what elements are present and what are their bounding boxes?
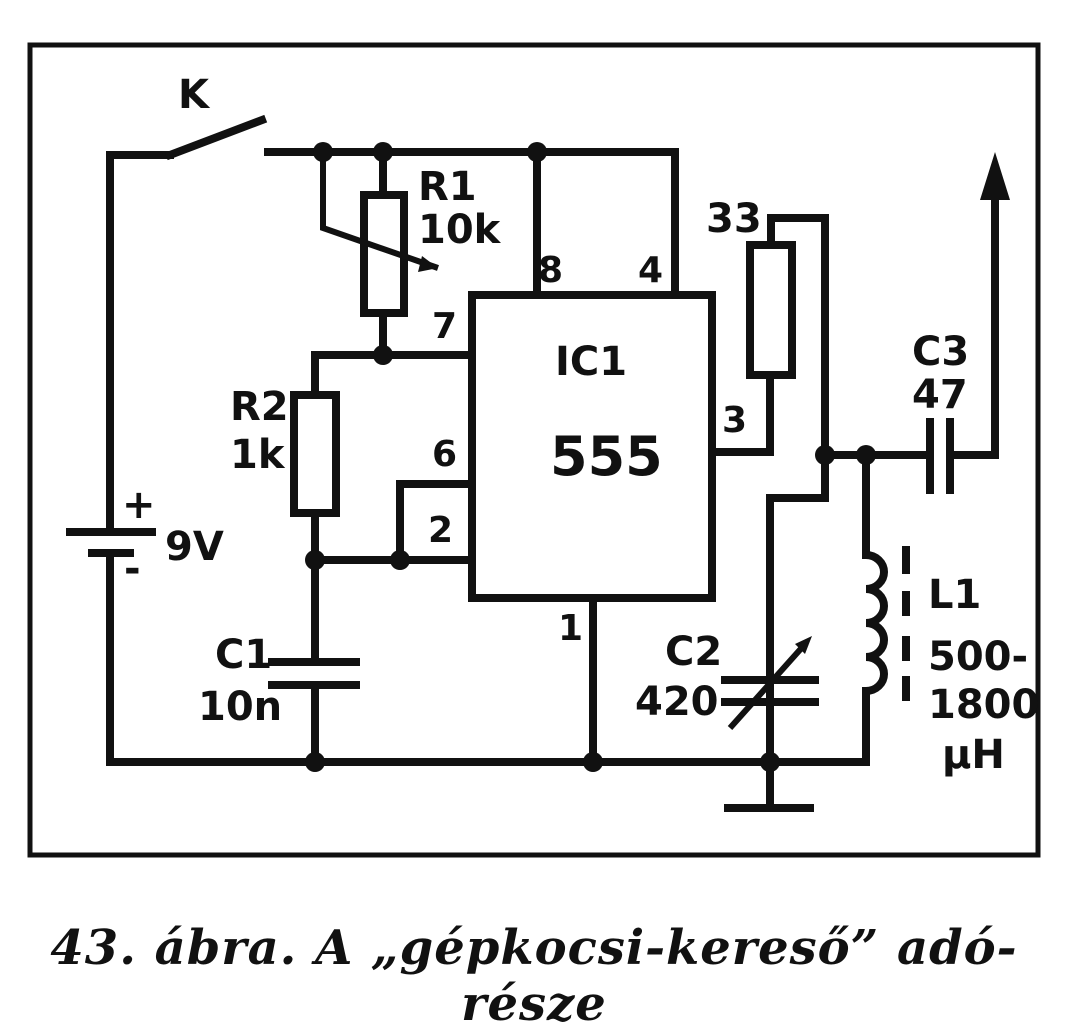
l1-inductor bbox=[861, 451, 910, 766]
battery-minus-label: - bbox=[124, 546, 141, 592]
c1-name-label: C1 bbox=[215, 632, 272, 678]
r1-value-label: 10k bbox=[418, 207, 502, 253]
r2-name-label: R2 bbox=[230, 384, 289, 430]
junction-dots bbox=[305, 142, 876, 772]
c2-value-label: 420 bbox=[635, 679, 719, 725]
battery-voltage-label: 9V bbox=[165, 524, 224, 570]
frame-border bbox=[27, 42, 1041, 858]
l1-unit-label: µH bbox=[942, 732, 1005, 778]
l1-name-label: L1 bbox=[928, 572, 981, 618]
ic-name-label: IC1 bbox=[555, 339, 627, 385]
l1-value-line2-label: 1800 bbox=[928, 682, 1039, 728]
battery bbox=[66, 151, 156, 766]
ic-type-label: 555 bbox=[550, 425, 663, 488]
pin-3-label: 3 bbox=[722, 400, 747, 441]
pin-8-label: 8 bbox=[538, 250, 563, 291]
pin-4-label: 4 bbox=[638, 250, 663, 291]
battery-plus-label: + bbox=[122, 482, 156, 528]
pin-1-label: 1 bbox=[558, 608, 583, 649]
switch-label: K bbox=[178, 72, 211, 118]
c3-name-label: C3 bbox=[912, 329, 969, 375]
l1-value-line1-label: 500- bbox=[928, 634, 1028, 680]
c2-name-label: C2 bbox=[665, 629, 722, 675]
r2-value-label: 1k bbox=[230, 432, 286, 478]
c2-variable-capacitor bbox=[721, 636, 819, 730]
pin-6-label: 6 bbox=[432, 434, 457, 475]
antenna-arrow bbox=[980, 152, 1010, 200]
r1-potentiometer bbox=[320, 148, 439, 359]
figure-caption: 43. ábra. A „gépkocsi-kereső” adó-része bbox=[50, 920, 1018, 1032]
r3-value-label: 33 bbox=[706, 196, 762, 242]
c1-capacitor bbox=[268, 556, 360, 766]
r2-resistor bbox=[290, 351, 340, 564]
c3-value-label: 47 bbox=[912, 372, 968, 418]
pin-7-label: 7 bbox=[432, 306, 457, 347]
r1-name-label: R1 bbox=[418, 164, 477, 210]
switch-k bbox=[106, 114, 679, 161]
r3-resistor bbox=[746, 214, 829, 459]
c1-value-label: 10n bbox=[198, 684, 282, 730]
pin-2-label: 2 bbox=[428, 510, 453, 551]
